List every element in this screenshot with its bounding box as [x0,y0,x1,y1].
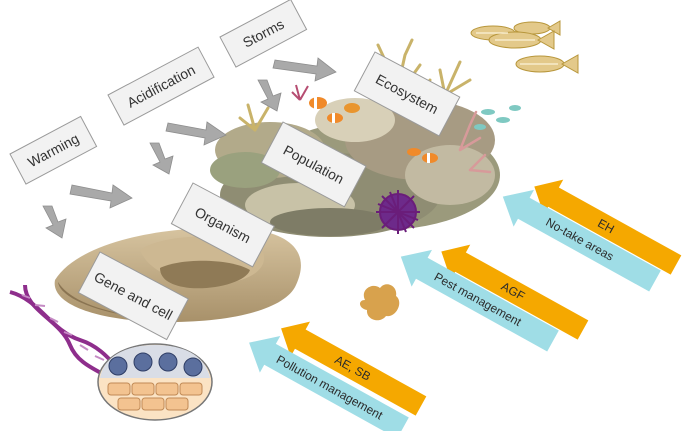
warming-arrow-down [42,205,67,239]
clownfish-group [309,97,438,163]
yellow-arrow-eh [534,179,682,275]
acidification-arrow-down [149,142,174,175]
yellow-arrow-ae-sb [281,321,427,416]
sponge-icon [359,284,400,321]
crown-of-thorns-starfish [376,190,420,234]
blue-arrow-pollution-management [249,335,409,431]
blue-arrow-no-take-areas [502,189,661,292]
blue-arrow-pest-management [400,249,559,352]
acidification-arrow-right [165,121,227,146]
striped-fish-school [470,20,579,74]
stressor-panels: Warming Acidification Storms [9,0,308,185]
stressor-panel-storms: Storms [219,0,308,68]
warming-arrow-right [69,184,133,209]
stressor-arrows [42,57,337,239]
intervention-group-no-take: EH No-take areas [502,179,682,292]
yellow-arrow-agf [441,244,589,340]
storms-arrow-right [272,57,337,82]
level-panel-organism: Organism [170,182,275,268]
intervention-group-pollution: AE, SB Pollution management [249,321,427,431]
stressor-panel-warming: Warming [9,115,98,185]
stressor-panel-acidification: Acidification [107,46,215,126]
cell-illustration [97,343,213,421]
intervention-group-pest: AGF Pest management [400,244,589,352]
storms-arrow-down [257,79,282,112]
